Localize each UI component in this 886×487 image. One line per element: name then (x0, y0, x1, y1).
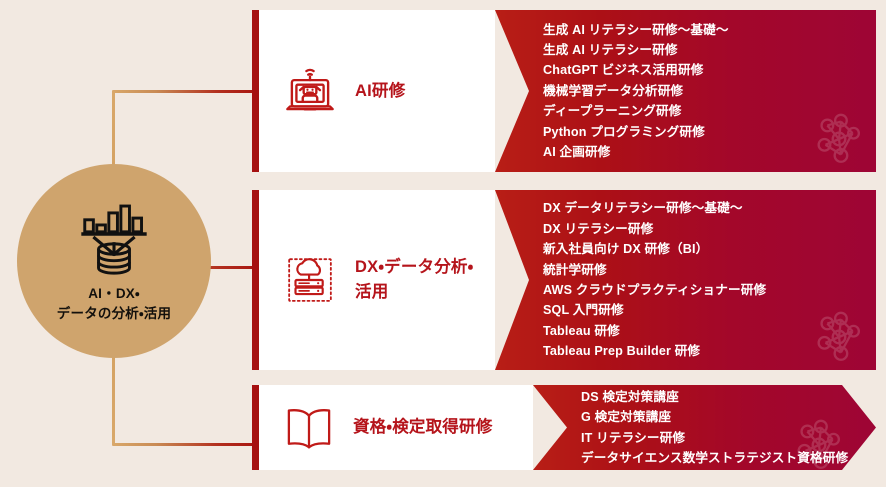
course-item[interactable]: 機械学習データ分析研修 (543, 83, 684, 98)
category-header-certification: 資格・検定取得研修 (259, 385, 533, 470)
course-list-ai: 生成 AI リテラシー研修〜基礎〜 生成 AI リテラシー研修 ChatGPT … (543, 20, 729, 163)
course-item[interactable]: AWS クラウドプラクティショナー研修 (543, 283, 767, 297)
category-title-certification: 資格・検定取得研修 (353, 418, 493, 437)
course-item[interactable]: Tableau Prep Builder 研修 (543, 344, 701, 359)
category-title-dx: DX・データ分析・ 活用 (355, 258, 474, 301)
course-item[interactable]: ディープラーニング研修 (543, 104, 682, 119)
bar-chart-database-icon (71, 194, 157, 280)
robot-laptop-icon (281, 62, 339, 120)
category-title-ai: AI研修 (355, 81, 406, 100)
connector-branch-ai (112, 90, 258, 93)
cloud-server-icon (281, 251, 339, 309)
course-item[interactable]: AI 企画研修 (543, 144, 611, 159)
course-item[interactable]: G 検定対策講座 (581, 410, 672, 425)
course-list-certification: DS 検定対策講座 G 検定対策講座 IT リテラシー研修 データサイエンス数学… (581, 387, 848, 469)
course-panel-dx: DX データリテラシー研修〜基礎〜 DX リテラシー研修 新入社員向け DX 研… (495, 190, 876, 370)
course-item[interactable]: 統計学研修 (543, 262, 607, 277)
course-item[interactable]: 生成 AI リテラシー研修 (543, 43, 678, 58)
molecule-network-icon (808, 306, 870, 368)
course-item[interactable]: DS 検定対策講座 (581, 389, 679, 404)
course-item[interactable]: ChatGPT ビジネス活用研修 (543, 63, 704, 78)
course-item[interactable]: DX データリテラシー研修〜基礎〜 (543, 201, 743, 216)
category-row-dx[interactable]: DX・データ分析・ 活用 DX データリテラシー研修〜基礎〜 DX リテラシー研… (252, 190, 876, 370)
course-item[interactable]: Tableau 研修 (543, 323, 620, 338)
course-item[interactable]: DX リテラシー研修 (543, 221, 654, 236)
course-item[interactable]: IT リテラシー研修 (581, 430, 686, 445)
category-row-ai[interactable]: AI研修 生成 AI リテラシー研修〜基礎〜 生成 AI リテラシー研修 Cha… (252, 10, 876, 172)
course-item[interactable]: データサイエンス数学ストラテジスト資格研修 (581, 450, 849, 465)
course-panel-ai: 生成 AI リテラシー研修〜基礎〜 生成 AI リテラシー研修 ChatGPT … (495, 10, 876, 172)
connector-branch-certification (112, 443, 258, 446)
course-panel-certification: DS 検定対策講座 G 検定対策講座 IT リテラシー研修 データサイエンス数学… (533, 385, 876, 470)
course-item[interactable]: Python プログラミング研修 (543, 124, 705, 139)
category-header-ai: AI研修 (259, 10, 495, 172)
category-row-certification[interactable]: 資格・検定取得研修 DS 検定対策講座 G 検定対策講座 IT リテラシー研修 … (252, 385, 876, 470)
open-book-icon (281, 405, 337, 451)
category-header-dx: DX・データ分析・ 活用 (259, 190, 495, 370)
course-item[interactable]: 生成 AI リテラシー研修〜基礎〜 (543, 22, 729, 37)
hub-circle: AI・DX・ データの分析・活用 (17, 164, 211, 358)
row-accent-tab (252, 10, 259, 172)
row-accent-tab (252, 190, 259, 370)
molecule-network-icon (808, 108, 870, 170)
hub-label: AI・DX・ データの分析・活用 (56, 286, 172, 321)
course-list-dx: DX データリテラシー研修〜基礎〜 DX リテラシー研修 新入社員向け DX 研… (543, 198, 766, 361)
course-item[interactable]: SQL 入門研修 (543, 303, 624, 318)
course-item[interactable]: 新入社員向け DX 研修（BI） (543, 242, 709, 257)
row-accent-tab (252, 385, 259, 470)
